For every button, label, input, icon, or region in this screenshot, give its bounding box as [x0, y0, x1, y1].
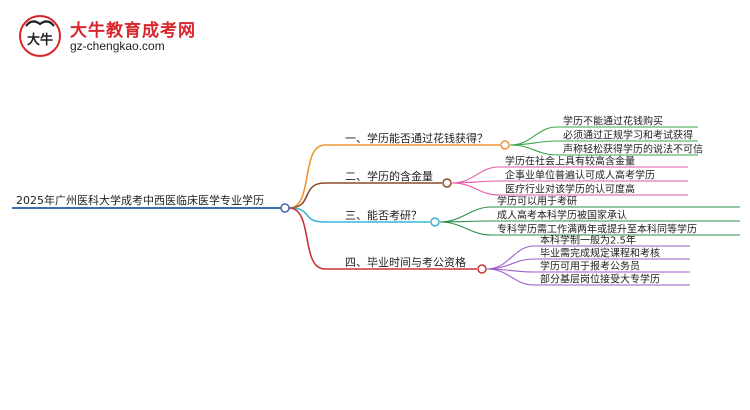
site-logo[interactable]: 大牛 大牛教育成考网 gz-chengkao.com: [18, 14, 218, 60]
leaf-node-label[interactable]: 学历在社会上具有较高含金量: [505, 155, 635, 168]
root-node-dot[interactable]: [280, 203, 290, 213]
leaf-node-label[interactable]: 学历不能通过花钱购买: [563, 115, 663, 128]
branch-node-dot[interactable]: [430, 217, 440, 227]
leaf-node-label[interactable]: 成人高考本科学历被国家承认: [497, 209, 627, 222]
branch-node-label: 四、毕业时间与考公资格: [345, 255, 466, 269]
leaf-node-label[interactable]: 学历可以用于考研: [497, 195, 577, 208]
leaf-connector: [509, 144, 698, 156]
bull-logo-icon: 大牛: [19, 15, 61, 57]
leaf-connector: [439, 221, 740, 236]
branch-node-label: 一、学历能否通过花钱获得？: [345, 131, 488, 145]
leaf-node-label[interactable]: 本科学制一般为2.5年: [540, 234, 636, 247]
site-url: gz-chengkao.com: [70, 39, 165, 53]
leaf-node-label[interactable]: 部分基层岗位接受大专学历: [540, 273, 660, 286]
branch-connector: [288, 207, 430, 223]
branch-connector: [288, 182, 442, 209]
leaf-connector: [451, 182, 688, 196]
site-title: 大牛教育成考网: [70, 21, 196, 41]
leaf-node-label[interactable]: 医疗行业对该学历的认可度高: [505, 183, 635, 196]
branch-node-label: 三、能否考研？: [345, 208, 422, 222]
branch-connector: [288, 207, 477, 270]
root-node-label: 2025年广州医科大学成考中西医临床医学专业学历: [16, 193, 264, 207]
branch-connector: [288, 144, 500, 209]
leaf-node-label[interactable]: 声称轻松获得学历的说法不可信: [563, 143, 703, 156]
svg-text:大牛: 大牛: [27, 32, 53, 48]
leaf-connector: [486, 268, 690, 286]
branch-node-dot[interactable]: [500, 140, 510, 150]
leaf-node-label[interactable]: 必须通过正规学习和考试获得: [563, 129, 693, 142]
leaf-node-label[interactable]: 专科学历需工作满两年或提升至本科同等学历: [497, 223, 697, 236]
leaf-node-label[interactable]: 学历可用于报考公务员: [540, 260, 640, 273]
mindmap-nodes: 2025年广州医科大学成考中西医临床医学专业学历 一、学历能否通过花钱获得？ 学历不…: [16, 115, 703, 286]
leaf-node-label[interactable]: 企事业单位普遍认可成人高考学历: [505, 169, 655, 182]
leaf-node-label[interactable]: 毕业需完成规定课程和考核: [540, 247, 660, 260]
branch-node-dot[interactable]: [442, 178, 452, 188]
branch-node-dot[interactable]: [477, 264, 487, 274]
branch-node-label: 二、学历的含金量: [345, 169, 433, 183]
mindmap-edges: [12, 126, 740, 286]
